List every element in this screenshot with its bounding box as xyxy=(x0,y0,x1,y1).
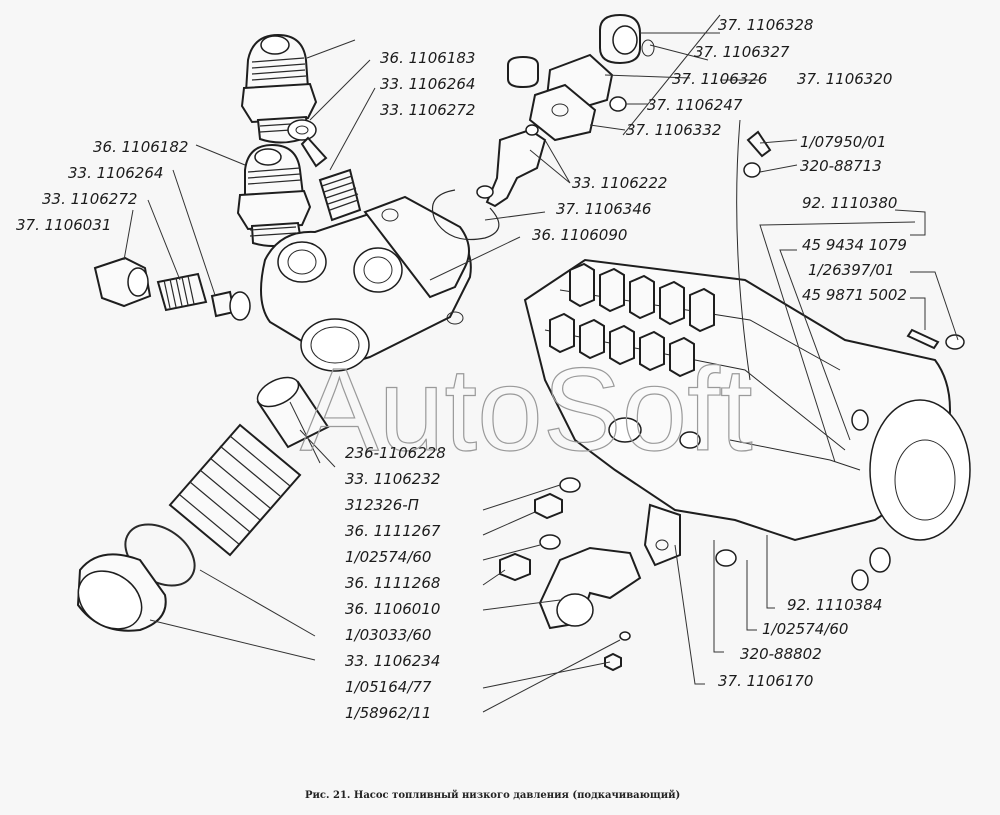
label-37-1106326: 37. 1106326 xyxy=(672,70,767,88)
label-33-1106234: 33. 1106234 xyxy=(345,652,440,670)
label-36-1106182: 36. 1106182 xyxy=(93,138,188,156)
hollow-screw-33-1106264-left xyxy=(210,290,251,321)
label-33-1106272-top: 33. 1106272 xyxy=(380,101,475,119)
label-37-1106328: 37. 1106328 xyxy=(718,16,813,34)
label-312326-p: 312326-П xyxy=(345,496,419,514)
label-320-88713: 320-88713 xyxy=(800,157,882,175)
label-37-1106320: 37. 1106320 xyxy=(797,70,892,88)
spring-33-1106232 xyxy=(168,423,302,557)
label-1-02574-60-right: 1/02574/60 xyxy=(762,620,848,638)
label-45-9871-5002: 45 9871 5002 xyxy=(802,286,907,304)
retaining-ring-37-1106346 xyxy=(431,189,500,241)
label-236-1106228: 236-1106228 xyxy=(345,444,446,462)
label-36-1111268: 36. 1111268 xyxy=(345,574,440,592)
label-33-1106264-top: 33. 1106264 xyxy=(380,75,475,93)
label-1-07950-01: 1/07950/01 xyxy=(800,133,886,151)
label-33-1106272-left: 33. 1106272 xyxy=(42,190,137,208)
label-1-58962-11: 1/58962/11 xyxy=(345,704,431,722)
label-37-1106247: 37. 1106247 xyxy=(647,96,743,114)
fitting-36-1106182 xyxy=(236,143,312,247)
label-1-02574-60-left: 1/02574/60 xyxy=(345,548,431,566)
label-1-05164-77: 1/05164/77 xyxy=(345,678,432,696)
plug-33-1106234 xyxy=(76,553,167,632)
washer-1-26397-01 xyxy=(945,334,965,350)
label-37-1106327: 37. 1106327 xyxy=(694,43,790,61)
injection-pump xyxy=(523,119,971,591)
label-36-1106010: 36. 1106010 xyxy=(345,600,440,618)
small-parts-middle xyxy=(499,477,737,672)
label-37-1106346: 37. 1106346 xyxy=(556,200,651,218)
plug-37-1106031 xyxy=(93,256,152,308)
label-1-26397-01: 1/26397/01 xyxy=(808,261,894,279)
label-36-1111267: 36. 1111267 xyxy=(345,522,441,540)
part-labels: 37. 1106328 37. 1106327 37. 1106326 37. … xyxy=(16,16,907,722)
label-320-88802: 320-88802 xyxy=(740,645,822,663)
cotter-pin-1-07950-01 xyxy=(746,130,772,158)
label-33-1106264-left: 33. 1106264 xyxy=(68,164,163,182)
figure-caption: Рис. 21. Насос топливный низкого давлени… xyxy=(305,790,680,801)
label-36-1106183: 36. 1106183 xyxy=(380,49,475,67)
hollow-screw-33-1106264-top xyxy=(287,119,328,168)
piston-33-1106222 xyxy=(476,124,547,208)
label-45-9434-1079: 45 9434 1079 xyxy=(802,236,907,254)
washer-320-88713 xyxy=(743,162,761,178)
label-37-1106031: 37. 1106031 xyxy=(16,216,111,234)
pin-45-9871-5002 xyxy=(906,328,940,350)
label-37-1106170: 37. 1106170 xyxy=(718,672,813,690)
pump-body-36-1106090 xyxy=(260,195,472,372)
label-36-1106090: 36. 1106090 xyxy=(532,226,627,244)
label-1-03033-60: 1/03033/60 xyxy=(345,626,431,644)
label-37-1106332: 37. 1106332 xyxy=(626,121,721,139)
label-33-1106222: 33. 1106222 xyxy=(572,174,667,192)
roller-assembly-37-1106320 xyxy=(507,13,655,142)
leader-lines xyxy=(123,14,959,713)
spring-33-1106272-left xyxy=(156,272,208,312)
bush-236-1106228 xyxy=(256,376,330,449)
label-33-1106232: 33. 1106232 xyxy=(345,470,440,488)
injector-sections xyxy=(549,262,715,378)
label-92-1110384: 92. 1110384 xyxy=(787,596,882,614)
watermark: AutoSoft xyxy=(300,344,753,476)
spring-33-1106272-top xyxy=(318,168,362,222)
label-92-1110380: 92. 1110380 xyxy=(802,194,897,212)
